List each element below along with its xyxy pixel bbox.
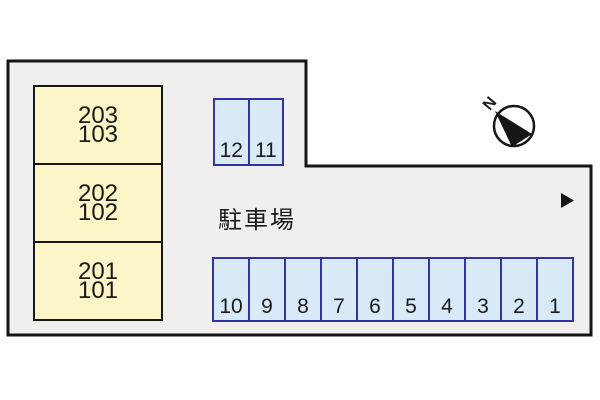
parking-space: 9 [248,257,286,322]
parking-space: 1 [536,257,574,322]
parking-space: 6 [356,257,394,322]
room-number-lower: 103 [77,121,119,148]
room-number-upper: 203 [77,102,119,129]
room-number-upper: 201 [77,258,119,285]
parking-space: 12 [213,98,250,166]
compass-icon: N [480,94,536,148]
parking-space-number: 5 [405,295,417,318]
compass-needle [495,111,532,147]
parking-space: 10 [212,257,250,322]
compass-north-label: N [480,94,500,114]
parking-space-number: 4 [441,295,453,318]
room-unit: 203 103 [33,85,163,165]
building-block: 203 103 202 102 201 101 [33,85,163,321]
room-unit: 201 101 [33,241,163,321]
parking-row-bottom: 10 9 8 7 6 5 4 [212,257,574,322]
parking-space-number: 10 [219,295,243,318]
room-number-lower: 102 [77,199,119,226]
room-number-upper: 202 [77,180,119,207]
direction-arrow-icon [561,193,574,208]
room-unit: 202 102 [33,163,163,243]
parking-space: 2 [500,257,538,322]
parking-space: 5 [392,257,430,322]
parking-space-number: 8 [297,295,309,318]
parking-space-number: 9 [261,295,273,318]
parking-space: 3 [464,257,502,322]
parking-area-label: 駐車場 [218,207,296,234]
parking-space: 4 [428,257,466,322]
parking-space-number: 2 [513,295,525,318]
parking-space-number: 6 [369,295,381,318]
parking-space: 7 [320,257,358,322]
parking-row-top: 12 11 [213,98,284,166]
parking-space-number: 11 [254,139,277,162]
parking-space-number: 7 [333,295,345,318]
parking-space-number: 1 [549,295,561,318]
parking-space-number: 3 [477,295,489,318]
parking-space: 8 [284,257,322,322]
room-number-lower: 101 [77,277,119,304]
parking-space-number: 12 [219,139,243,162]
parking-space: 11 [247,98,284,166]
